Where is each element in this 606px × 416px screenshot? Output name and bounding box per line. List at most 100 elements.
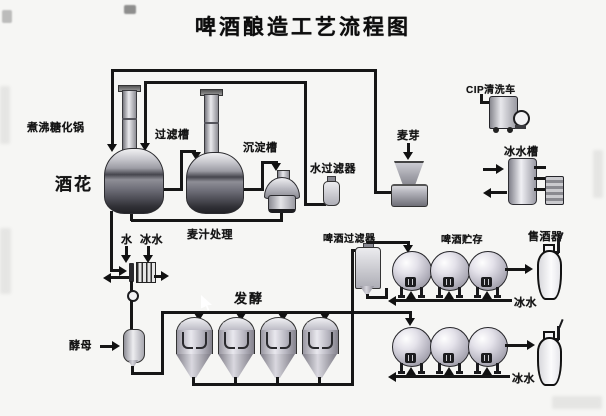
pipe-lauter-to-sediment (261, 161, 264, 191)
pipe-to-dispenser-r2 (505, 344, 529, 347)
ice-water-r1-label: 冰水 (514, 297, 537, 309)
pipe-lauter-to-sediment (238, 188, 264, 191)
beer-storage-label: 啤酒贮存 (441, 235, 483, 246)
flow-arrow-down-icon (140, 143, 150, 151)
cip-handle (480, 101, 491, 104)
fermenter-cone (302, 354, 337, 378)
pipe-malt-to-kettle (111, 69, 114, 144)
water-in-label: 水 (121, 234, 133, 246)
fermenter-cone (176, 354, 211, 378)
mouse-cursor-icon (201, 295, 212, 311)
pipe-filter-out (385, 288, 388, 299)
pipe-kettle-to-lauter (180, 150, 196, 153)
flow-arrow-up-icon (406, 367, 416, 375)
sphere-hatch (443, 353, 454, 363)
malt-label: 麦芽 (397, 130, 420, 142)
wort-pump (127, 290, 139, 302)
boil-kettle-stack-band (122, 118, 137, 120)
fermenter-cone (260, 354, 295, 378)
fermenter-header-pipe (161, 311, 412, 314)
dispenser-tower (537, 250, 562, 300)
ice-water-r2-label: 冰水 (512, 373, 535, 385)
watermark (552, 396, 602, 409)
flow-arrow-down-icon (405, 318, 415, 326)
beer-filter-vessel (355, 247, 381, 289)
fermenter-coil (280, 332, 291, 349)
lauter-tun (186, 152, 244, 214)
sphere-hatch (481, 353, 492, 363)
lauter-tun-stack-band (204, 122, 219, 124)
flow-arrow-right-icon (161, 271, 169, 281)
fermenter-cone (218, 354, 253, 378)
sphere-hatch (405, 353, 416, 363)
watermark-mark (124, 5, 136, 14)
boil-kettle-stack (122, 90, 137, 151)
fermenter-coil (224, 332, 235, 349)
wort-treatment-label: 麦汁处理 (187, 229, 233, 241)
flow-arrow-right-icon (496, 164, 504, 174)
ice-water-out-pipe (491, 191, 507, 194)
ice-unit-pipe (534, 166, 546, 169)
water-filter-label: 水过滤器 (310, 163, 356, 175)
page-title: 啤酒酿造工艺流程图 (195, 16, 411, 39)
pipe-wort-return (131, 219, 283, 222)
flow-arrow-left-icon (388, 296, 396, 306)
pipe-wort-out (110, 269, 120, 272)
cip-handle (480, 94, 483, 103)
fermenter-drop (276, 377, 279, 385)
pipe-water-to-kettle (304, 203, 326, 206)
flow-arrow-down-icon (403, 152, 413, 160)
flow-arrow-up-icon (444, 291, 454, 299)
pipe-yeast-out (131, 372, 164, 375)
ice-water-tank-label: 冰水槽 (504, 146, 539, 158)
flow-arrow-down-icon (403, 245, 413, 253)
flow-arrow-up-icon (482, 367, 492, 375)
fermentation-label: 发酵 (234, 291, 265, 306)
tap-handle (558, 318, 564, 329)
beer-dispenser-label: 售酒器 (528, 231, 563, 243)
watermark (0, 228, 11, 294)
pipe-lauter-to-sediment (261, 161, 278, 164)
flow-arrow-right-icon (527, 340, 535, 350)
fermenter-drop (234, 377, 237, 385)
yeast-label: 酵母 (69, 340, 92, 352)
flow-arrow-right-icon (525, 264, 533, 274)
pipe-filter-out (366, 296, 387, 299)
lauter-tun-label: 过滤槽 (155, 129, 190, 141)
pipe-cooled-wort (130, 281, 133, 291)
malt-feed-stem (407, 143, 410, 153)
flow-arrow-up-icon (406, 291, 416, 299)
pipe-water-to-kettle (144, 81, 307, 84)
ice-water-tank (508, 158, 537, 205)
flow-arrow-down-icon (143, 255, 153, 263)
ice-water-in-label: 冰水 (140, 234, 163, 246)
flow-arrow-right-icon (112, 341, 120, 351)
lauter-tun-stack (204, 94, 219, 155)
ice-unit-pipe (534, 188, 546, 191)
cooler-out-right (154, 275, 162, 278)
pipe-kettle-to-lauter (180, 150, 183, 191)
flow-arrow-up-icon (444, 367, 454, 375)
fermenter-coil (196, 332, 207, 349)
sediment-tank-body (268, 195, 296, 213)
ice-compressor-unit (545, 176, 564, 205)
flow-arrow-right-icon (119, 266, 127, 276)
pipe-wort-return (280, 205, 283, 222)
pipe-to-storage-r1 (407, 241, 410, 247)
fermenter-drop (192, 377, 195, 385)
malt-mill-base (391, 184, 428, 207)
ice-water-in-pipe (483, 168, 497, 171)
flow-arrow-left-icon (103, 273, 111, 283)
flow-arrow-down-icon (121, 255, 131, 263)
boil-kettle-label: 煮沸糖化锅 (27, 122, 85, 134)
fermenter-drop (318, 377, 321, 385)
pipe-to-storage-r1 (367, 241, 409, 244)
pipe-malt-to-kettle (111, 69, 377, 72)
fermenter-coil (266, 332, 277, 349)
water-in-stem (125, 246, 128, 256)
fermenter-coil (182, 332, 193, 349)
flow-arrow-up-icon (482, 291, 492, 299)
pipe-malt-to-kettle (374, 69, 377, 193)
watermark (0, 86, 10, 144)
